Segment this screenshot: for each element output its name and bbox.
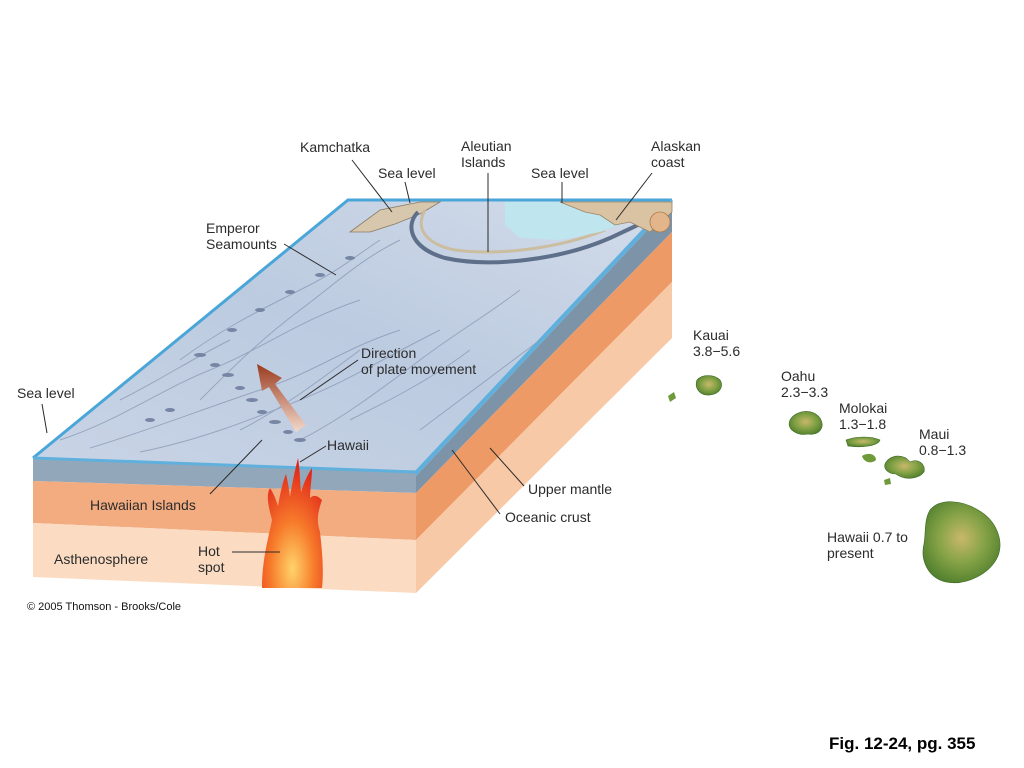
upper-mantle-side bbox=[416, 232, 672, 540]
leader-alaskan bbox=[615, 172, 653, 221]
hawaii-big-island bbox=[922, 501, 1001, 584]
front-water-edge bbox=[32, 198, 674, 474]
label-kamchatka: Kamchatka bbox=[300, 139, 371, 155]
kauai-island bbox=[695, 375, 722, 396]
label-oceanic-crust: Oceanic crust bbox=[505, 509, 591, 525]
label-maui: Maui 0.8−1.3 bbox=[919, 426, 967, 458]
leader-direction bbox=[299, 359, 359, 401]
label-hawaii-island: Hawaii 0.7 to present bbox=[827, 529, 908, 561]
crust-front bbox=[33, 458, 416, 493]
upper-mantle-front bbox=[33, 481, 416, 540]
leader-lines bbox=[41, 159, 653, 553]
leader-hawaiian-islands bbox=[209, 439, 263, 495]
sea-level-edge bbox=[32, 198, 672, 460]
label-sea-level-north-east: Sea level bbox=[531, 165, 589, 181]
label-aleutian-islands: Aleutian Islands bbox=[461, 138, 512, 170]
leader-oceanic-crust bbox=[451, 449, 501, 515]
label-alaskan-coast: Alaskan coast bbox=[651, 138, 701, 170]
kahoolawe-island bbox=[884, 478, 891, 485]
label-hawaii-hotspot: Hawaii bbox=[327, 437, 370, 453]
label-emperor-seamounts: Emperor Seamounts bbox=[206, 220, 277, 252]
ocean-surface bbox=[33, 200, 672, 472]
label-kauai: Kauai 3.8−5.6 bbox=[693, 327, 741, 359]
label-direction-of-plate-movement: Direction of plate movement bbox=[361, 345, 477, 377]
label-oahu: Oahu 2.3−3.3 bbox=[781, 368, 829, 400]
hot-spot-plume bbox=[262, 458, 323, 588]
leader-emperor bbox=[283, 243, 337, 276]
kamchatka-land bbox=[348, 201, 442, 233]
figure-reference: Fig. 12-24, pg. 355 bbox=[829, 734, 976, 753]
hawaiian-island-chain bbox=[668, 375, 1001, 584]
label-upper-mantle: Upper mantle bbox=[528, 481, 613, 497]
emperor-seamount-chain bbox=[145, 256, 355, 442]
leader-sea-level-1 bbox=[404, 181, 411, 204]
oahu-island bbox=[788, 411, 823, 435]
niihau-island bbox=[668, 392, 676, 402]
label-asthenosphere: Asthenosphere bbox=[54, 551, 149, 567]
leader-sea-level-3 bbox=[41, 403, 48, 434]
aleutian-arc bbox=[419, 209, 606, 254]
label-molokai: Molokai 1.3−1.8 bbox=[839, 400, 888, 432]
label-sea-level-north-west: Sea level bbox=[378, 165, 436, 181]
crust-side bbox=[416, 204, 672, 493]
maui-island bbox=[884, 455, 925, 479]
molokai-island bbox=[845, 436, 881, 448]
label-hawaiian-islands: Hawaiian Islands bbox=[90, 497, 196, 513]
lanai-island bbox=[862, 453, 876, 463]
aleutian-trench bbox=[409, 210, 641, 265]
plate-movement-arrow bbox=[257, 364, 306, 432]
leader-kamchatka bbox=[351, 159, 393, 213]
copyright-notice: © 2005 Thomson - Brooks/Cole bbox=[27, 601, 182, 613]
label-hot-spot: Hot spot bbox=[198, 543, 225, 575]
leader-upper-mantle bbox=[489, 447, 525, 487]
label-sea-level-west: Sea level bbox=[17, 385, 75, 401]
alaska-land bbox=[559, 201, 673, 233]
asthenosphere-side bbox=[416, 282, 672, 593]
leader-hawaii bbox=[299, 445, 327, 463]
alaska-corner-detail bbox=[649, 211, 671, 233]
